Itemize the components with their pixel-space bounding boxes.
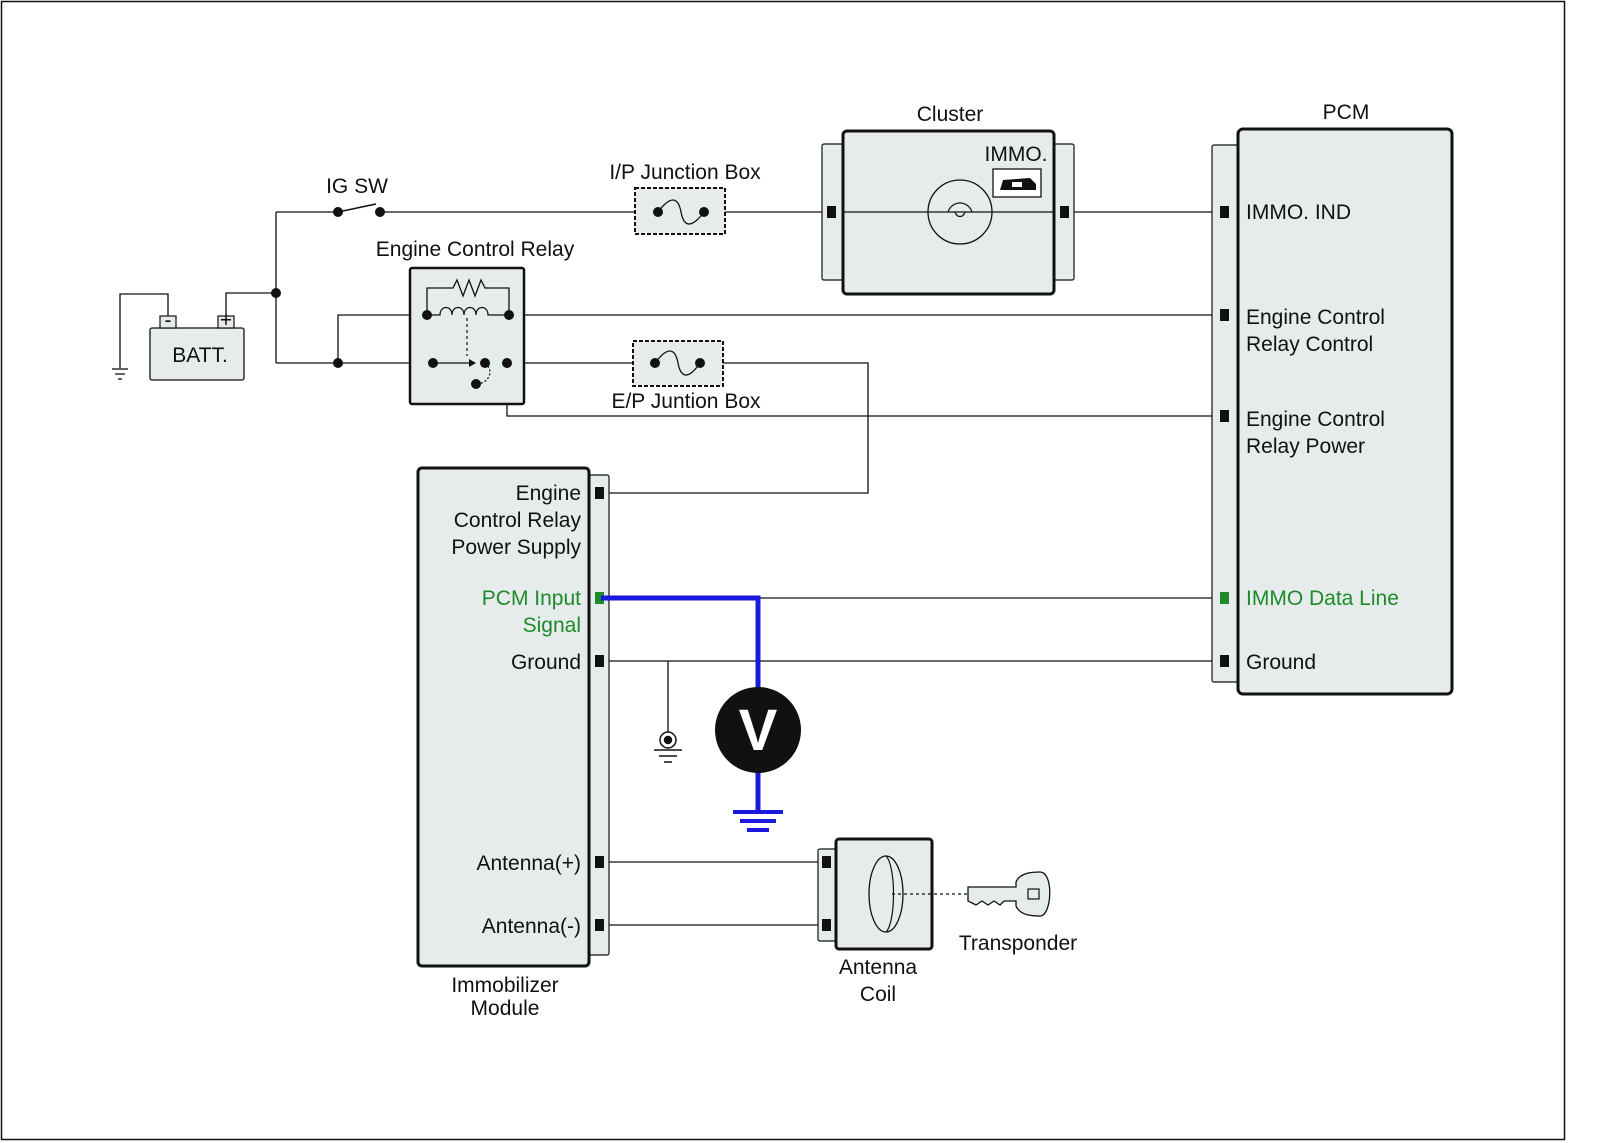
immo-module-title: Immobilizer: [451, 974, 558, 997]
battery: - + BATT.: [149, 309, 245, 381]
engine-control-relay: Engine Control Relay: [376, 238, 575, 406]
pcm-pin-ecr-control: [1220, 309, 1229, 321]
antenna-coil-label: Coil: [860, 983, 896, 1006]
transponder-label: Transponder: [959, 932, 1077, 955]
pcm-ground-label: Ground: [1246, 651, 1316, 674]
battery-negative-sign: -: [165, 309, 172, 332]
battery-body: [149, 327, 245, 381]
relay-coil-icon: [427, 306, 509, 316]
pcm-pin-ecr-power: [1220, 410, 1229, 422]
immo-pcm-input-label: PCM Input: [482, 587, 581, 610]
pcm: PCM IMMO. IND Engine Control Relay Contr…: [1211, 101, 1454, 696]
immo-pin-ecr-supply: [595, 487, 604, 499]
ep-junction-box: E/P Juntion Box: [611, 340, 761, 413]
cluster: Cluster IMMO.: [821, 103, 1075, 296]
immo-pin-antenna-neg: [595, 919, 604, 931]
immo-antenna-pos-label: Antenna(+): [477, 852, 582, 875]
cluster-pin-in: [827, 206, 836, 218]
voltmeter-icon: [715, 687, 801, 773]
antenna-coil-label: Antenna: [839, 956, 918, 979]
transponder: Transponder: [959, 871, 1077, 955]
fuse-icon: [654, 350, 701, 376]
immo-pin-ground: [595, 655, 604, 667]
ip-junction-box: I/P Junction Box: [609, 161, 761, 235]
cluster-pin-out: [1060, 206, 1069, 218]
pcm-pin-ground: [1220, 655, 1229, 667]
immo-ecr-supply-label: Control Relay: [454, 509, 582, 532]
pcm-ecr-power-label: Relay Power: [1246, 435, 1365, 458]
immo-pin-antenna-pos: [595, 856, 604, 868]
antenna-coil: Antenna Coil: [817, 837, 970, 1006]
ig-sw-label: IG SW: [326, 175, 388, 198]
immo-pcm-input-label: Signal: [523, 614, 581, 637]
pcm-title: PCM: [1323, 101, 1370, 124]
pcm-ecr-power-label: Engine Control: [1246, 408, 1385, 431]
pcm-pin-immo-ind: [1220, 206, 1229, 218]
pcm-pin-immo-data: [1220, 592, 1229, 604]
immo-module-title: Module: [471, 997, 540, 1020]
ep-junction-box-label: E/P Juntion Box: [611, 390, 761, 413]
voltmeter: V: [601, 595, 801, 832]
voltmeter-symbol: V: [739, 698, 778, 763]
immo-ecr-supply-label: Power Supply: [451, 536, 581, 559]
pcm-immo-ind-label: IMMO. IND: [1246, 201, 1351, 224]
body-ground-icon: [654, 731, 682, 763]
ip-junction-box-label: I/P Junction Box: [609, 161, 761, 184]
junction-dot: [333, 358, 343, 368]
ground-symbol-battery: [112, 368, 128, 380]
engine-control-relay-label: Engine Control Relay: [376, 238, 575, 261]
immobilizer-module: Engine Control Relay Power Supply PCM In…: [416, 466, 610, 1020]
cluster-label: Cluster: [917, 103, 984, 126]
immo-pin-pcm-input: [595, 592, 604, 604]
battery-label: BATT.: [172, 344, 228, 367]
pcm-ecr-control-label: Engine Control: [1246, 306, 1385, 329]
immo-antenna-neg-label: Antenna(-): [482, 915, 581, 938]
battery-positive-sign: +: [220, 309, 232, 332]
key-icon: [967, 871, 1051, 917]
battery-positive-terminal: [217, 315, 235, 329]
cluster-immo-label: IMMO.: [985, 143, 1048, 166]
immo-ground-label: Ground: [511, 651, 581, 674]
coil-icon: [868, 855, 904, 933]
battery-negative-terminal: [159, 315, 177, 329]
ignition-switch: IG SW: [326, 175, 388, 217]
pcm-immo-data-label: IMMO Data Line: [1246, 587, 1399, 610]
pcm-ecr-control-label: Relay Control: [1246, 333, 1373, 356]
immo-ecr-supply-label: Engine: [516, 482, 581, 505]
fuse-icon: [657, 199, 705, 225]
junction-dot: [271, 288, 281, 298]
measurement-wire: [601, 595, 761, 690]
